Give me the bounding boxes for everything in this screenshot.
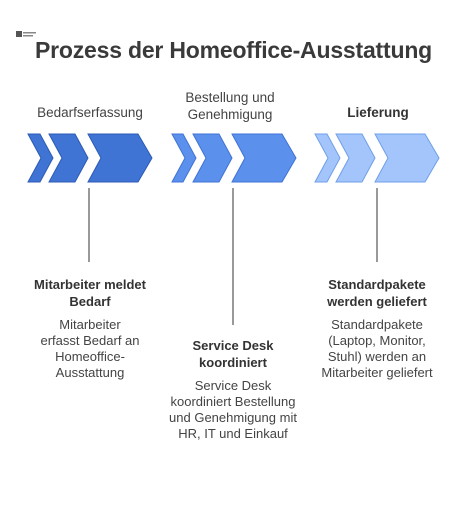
step-3-description: Standardpakete (Laptop, Monitor, Stuhl) …: [321, 317, 433, 380]
step-2-description: Service Desk koordiniert Bestellung und …: [169, 378, 297, 441]
chevron-3a: [314, 133, 341, 183]
chevron-3c: [374, 133, 440, 183]
chevron-group-3: [314, 133, 440, 183]
diagram-title: Prozess der Homeoffice-Ausstattung: [34, 37, 433, 63]
step-1-title: Mitarbeiter meldet Bedarf: [34, 277, 146, 309]
step-2-title: Service Desk koordiniert: [192, 338, 274, 370]
chevron-3b: [335, 133, 376, 183]
step-3-title: Standardpakete werden geliefert: [327, 277, 427, 309]
chevron-1a: [27, 133, 54, 183]
phase-label-bedarfserfassung: Bedarfserfassung: [37, 105, 143, 120]
chevron-1b: [48, 133, 89, 183]
phase-label-lieferung: Lieferung: [347, 105, 409, 120]
step-1-description: Mitarbeiter erfasst Bedarf an Homeoffice…: [40, 317, 140, 380]
chevron-2a: [171, 133, 197, 183]
chevron-2b: [192, 133, 233, 183]
chevron-2c: [231, 133, 297, 183]
logo-icon: [16, 31, 36, 37]
chevron-group-2: [171, 133, 297, 183]
phase-label-bestellung: Bestellung und Genehmigung: [185, 90, 275, 122]
chevron-group-1: [27, 133, 153, 183]
chevron-1c: [87, 133, 153, 183]
